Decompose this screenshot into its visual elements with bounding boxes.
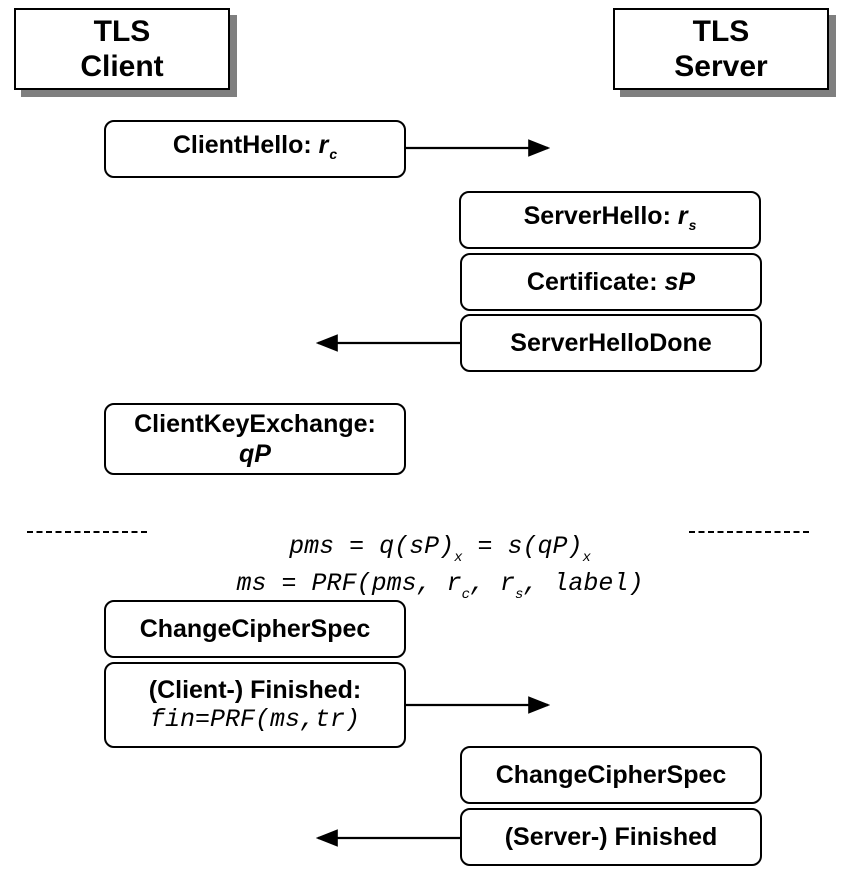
client-key-exchange-label: ClientKeyExchange: bbox=[134, 410, 376, 438]
pms-formula: pms = q(sP)x = s(qP)x bbox=[0, 503, 850, 566]
client-random-sub: c bbox=[329, 145, 338, 162]
client-label-line1: TLS bbox=[93, 15, 151, 48]
certificate-var: sP bbox=[664, 268, 696, 296]
server-hello-label: ServerHello: bbox=[523, 201, 678, 230]
server-change-cipher-spec-message: ChangeCipherSpec bbox=[460, 746, 762, 804]
client-key-exchange-var: qP bbox=[239, 440, 271, 468]
client-key-exchange-message: ClientKeyExchange: qP bbox=[104, 403, 406, 475]
server-random-var: r bbox=[677, 201, 688, 230]
client-change-cipher-spec-message: ChangeCipherSpec bbox=[104, 600, 406, 658]
ms-formula-sub1: c bbox=[461, 587, 470, 603]
server-hello-done-message: ServerHelloDone bbox=[460, 314, 762, 372]
tls-client-box: TLS Client bbox=[14, 8, 230, 90]
client-ccs-label: ChangeCipherSpec bbox=[139, 615, 371, 643]
server-ccs-label: ChangeCipherSpec bbox=[495, 761, 727, 789]
pms-formula-sub2: x bbox=[582, 550, 591, 566]
server-hello-message: ServerHello: rs bbox=[459, 191, 761, 249]
client-finished-message: (Client-) Finished: fin=PRF(ms,tr) bbox=[104, 662, 406, 748]
ms-formula-a: ms = PRF(pms, r bbox=[236, 569, 462, 598]
client-hello-label: ClientHello: bbox=[172, 130, 319, 159]
client-finished-formula: fin=PRF(ms,tr) bbox=[149, 705, 361, 734]
tls-server-box: TLS Server bbox=[613, 8, 829, 90]
server-finished-label: (Server-) Finished bbox=[504, 823, 718, 851]
certificate-message: Certificate: sP bbox=[460, 253, 762, 311]
ms-formula-c: , label) bbox=[523, 569, 644, 598]
server-label-line2: Server bbox=[674, 50, 768, 83]
client-hello-message: ClientHello: rc bbox=[104, 120, 406, 178]
pms-formula-sub1: x bbox=[454, 550, 463, 566]
pms-formula-b: = s(qP) bbox=[462, 532, 583, 561]
server-hello-done-label: ServerHelloDone bbox=[510, 329, 712, 357]
client-random-var: r bbox=[318, 130, 329, 159]
ms-formula-b: , r bbox=[470, 569, 516, 598]
client-label-line2: Client bbox=[80, 50, 164, 83]
server-label-line1: TLS bbox=[692, 15, 750, 48]
ms-formula-sub2: s bbox=[515, 587, 524, 603]
client-finished-label: (Client-) Finished: bbox=[148, 676, 362, 704]
server-finished-message: (Server-) Finished bbox=[460, 808, 762, 866]
certificate-label: Certificate: bbox=[526, 268, 665, 296]
pms-formula-a: pms = q(sP) bbox=[289, 532, 455, 561]
server-random-sub: s bbox=[688, 216, 697, 233]
ms-formula: ms = PRF(pms, rc, rs, label) bbox=[0, 540, 850, 603]
